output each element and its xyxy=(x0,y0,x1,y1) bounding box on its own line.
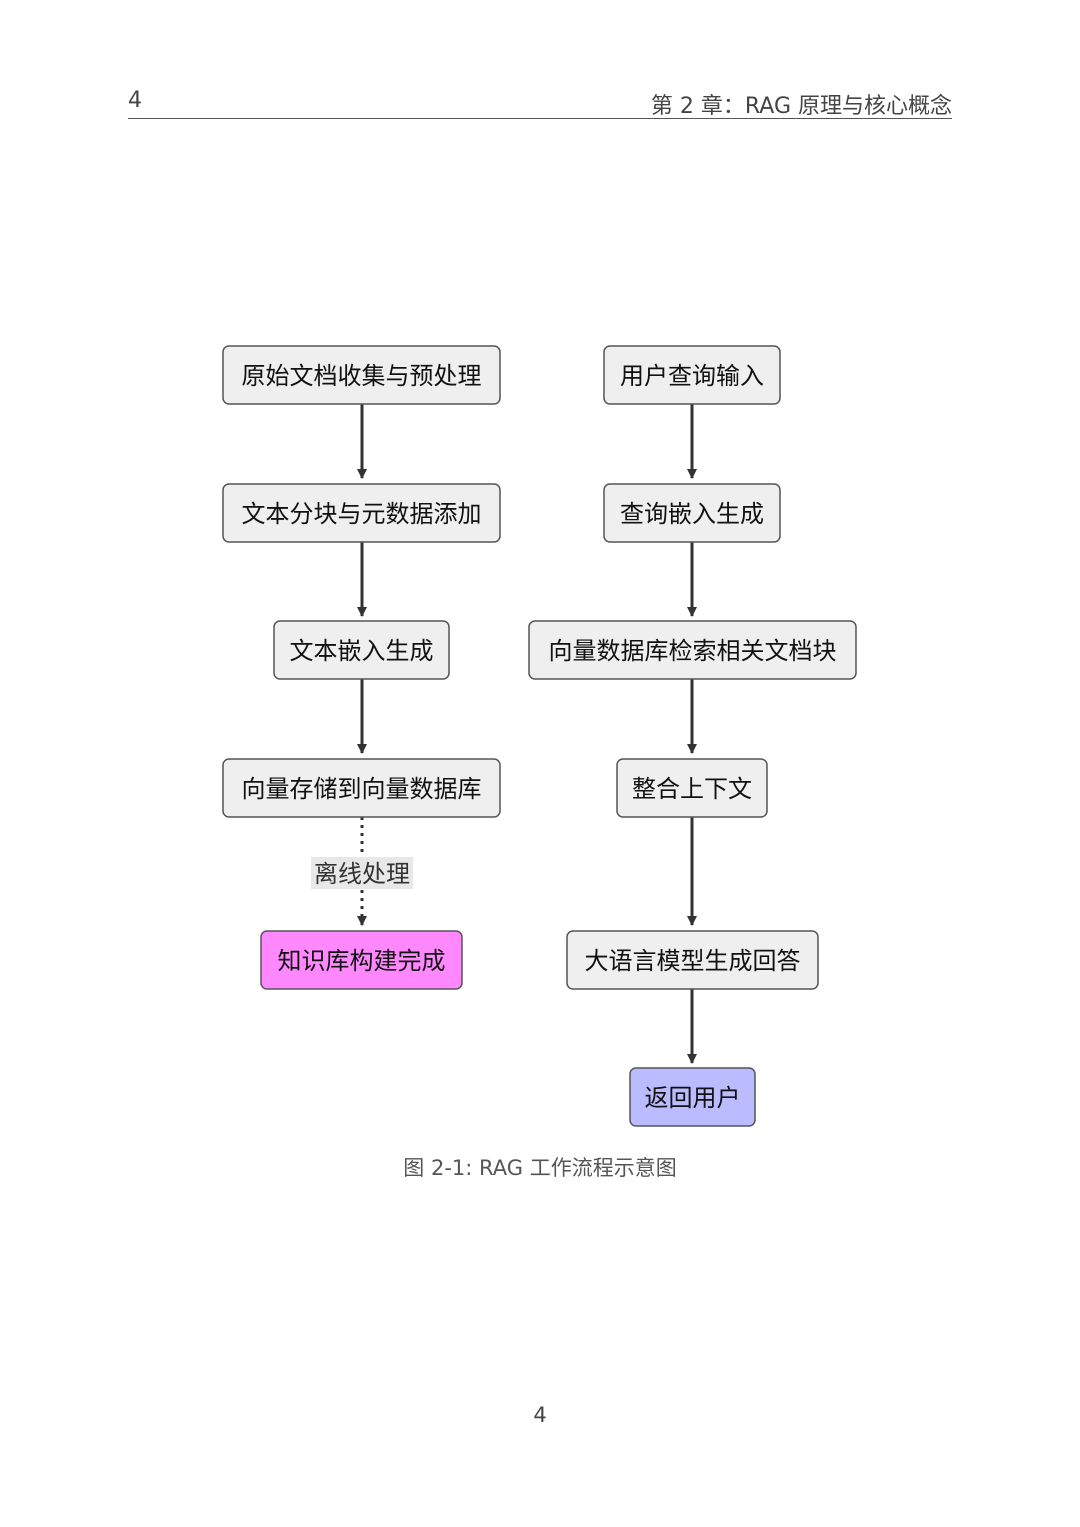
offline-edge-label: 离线处理 xyxy=(314,860,410,888)
node-vector-retrieval: 向量数据库检索相关文档块 xyxy=(528,620,857,680)
node-user-query: 用户查询输入 xyxy=(603,345,781,405)
node-text-embedding: 文本嵌入生成 xyxy=(273,620,450,680)
svg-text:返回用户: 返回用户 xyxy=(645,1084,741,1112)
edge-label-background xyxy=(311,857,413,889)
svg-text:知识库构建完成: 知识库构建完成 xyxy=(278,947,446,975)
node-llm-generate-answer: 大语言模型生成回答 xyxy=(566,930,819,990)
svg-text:向量存储到向量数据库: 向量存储到向量数据库 xyxy=(242,775,482,803)
header-page-number: 4 xyxy=(128,88,142,113)
chapter-title: 第 2 章：RAG 原理与核心概念 xyxy=(650,94,952,119)
svg-text:文本嵌入生成: 文本嵌入生成 xyxy=(290,637,434,665)
svg-text:大语言模型生成回答: 大语言模型生成回答 xyxy=(585,947,801,975)
node-query-embedding: 查询嵌入生成 xyxy=(603,483,781,543)
node-vector-storage: 向量存储到向量数据库 xyxy=(222,758,501,818)
footer-page-number: 4 xyxy=(533,1403,547,1427)
node-raw-document-collection: 原始文档收集与预处理 xyxy=(222,345,501,405)
svg-text:文本分块与元数据添加: 文本分块与元数据添加 xyxy=(242,500,482,528)
svg-text:查询嵌入生成: 查询嵌入生成 xyxy=(620,500,764,528)
node-knowledge-base-complete: 知识库构建完成 xyxy=(260,930,463,990)
svg-text:整合上下文: 整合上下文 xyxy=(632,775,752,803)
svg-text:向量数据库检索相关文档块: 向量数据库检索相关文档块 xyxy=(549,637,837,665)
figure-caption: 图 2-1: RAG 工作流程示意图 xyxy=(403,1156,677,1180)
header-divider xyxy=(128,118,952,119)
svg-text:用户查询输入: 用户查询输入 xyxy=(620,362,764,390)
node-text-chunking: 文本分块与元数据添加 xyxy=(222,483,501,543)
node-return-to-user: 返回用户 xyxy=(629,1067,756,1127)
svg-text:原始文档收集与预处理: 原始文档收集与预处理 xyxy=(242,362,482,390)
node-integrate-context: 整合上下文 xyxy=(616,758,768,818)
